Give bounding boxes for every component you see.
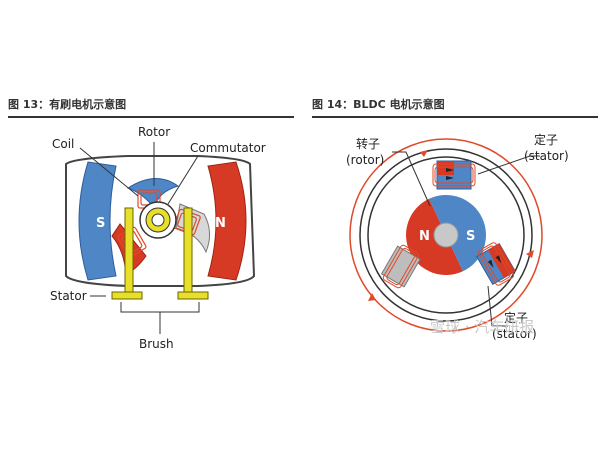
leader-lines — [79, 142, 200, 334]
rotor-south-label: S — [466, 229, 475, 244]
rotor-label-en: (rotor) — [346, 153, 384, 167]
bldc-motor-diagram: N S — [346, 132, 569, 341]
rotor-north-label: N — [419, 229, 430, 244]
rotor-shaft — [151, 213, 165, 227]
left-panel-divider — [8, 116, 294, 118]
stator-coil-top — [432, 160, 476, 190]
rotor-shaft — [433, 222, 459, 248]
left-panel-title: 图 13：有刷电机示意图 — [8, 98, 127, 111]
stator-bottom-label-en: (stator) — [492, 327, 537, 341]
right-panel-title: 图 14：BLDC 电机示意图 — [312, 98, 445, 111]
stator-coil-right — [476, 242, 516, 286]
brush-right — [177, 207, 209, 300]
stator-north-label: N — [215, 216, 226, 231]
commutator-label: Commutator — [190, 141, 266, 155]
bldc-leader-lines — [392, 151, 540, 327]
winding-arrow-top — [420, 150, 428, 157]
brush-label: Brush — [139, 337, 174, 351]
stator-north-magnet — [207, 161, 247, 281]
right-panel-divider — [312, 116, 598, 118]
winding-arrow-left — [368, 293, 376, 301]
brush-left — [111, 207, 143, 300]
brushed-motor-panel: 图 13：有刷电机示意图 S N — [8, 96, 294, 356]
stator-label: Stator — [50, 289, 87, 303]
watermark-text: 雪球 · 汽车研报 — [430, 318, 534, 336]
stator-south-label: S — [96, 216, 105, 231]
rotor-label: Rotor — [138, 125, 170, 139]
winding-arrow-right — [526, 250, 534, 258]
outer-winding-loop — [349, 138, 543, 332]
rotor-label-cn: 转子 — [356, 136, 380, 151]
brushed-motor-diagram: S N — [50, 125, 266, 351]
stator-bottom-label-cn: 定子 — [504, 310, 528, 325]
stator-top-label-cn: 定子 — [534, 132, 558, 147]
coil-label: Coil — [52, 137, 74, 151]
stator-top-label-en: (stator) — [524, 149, 569, 163]
stator-south-magnet — [78, 161, 117, 281]
bldc-motor-panel: 图 14：BLDC 电机示意图 N S — [312, 96, 598, 356]
stator-coil-left — [380, 244, 421, 289]
